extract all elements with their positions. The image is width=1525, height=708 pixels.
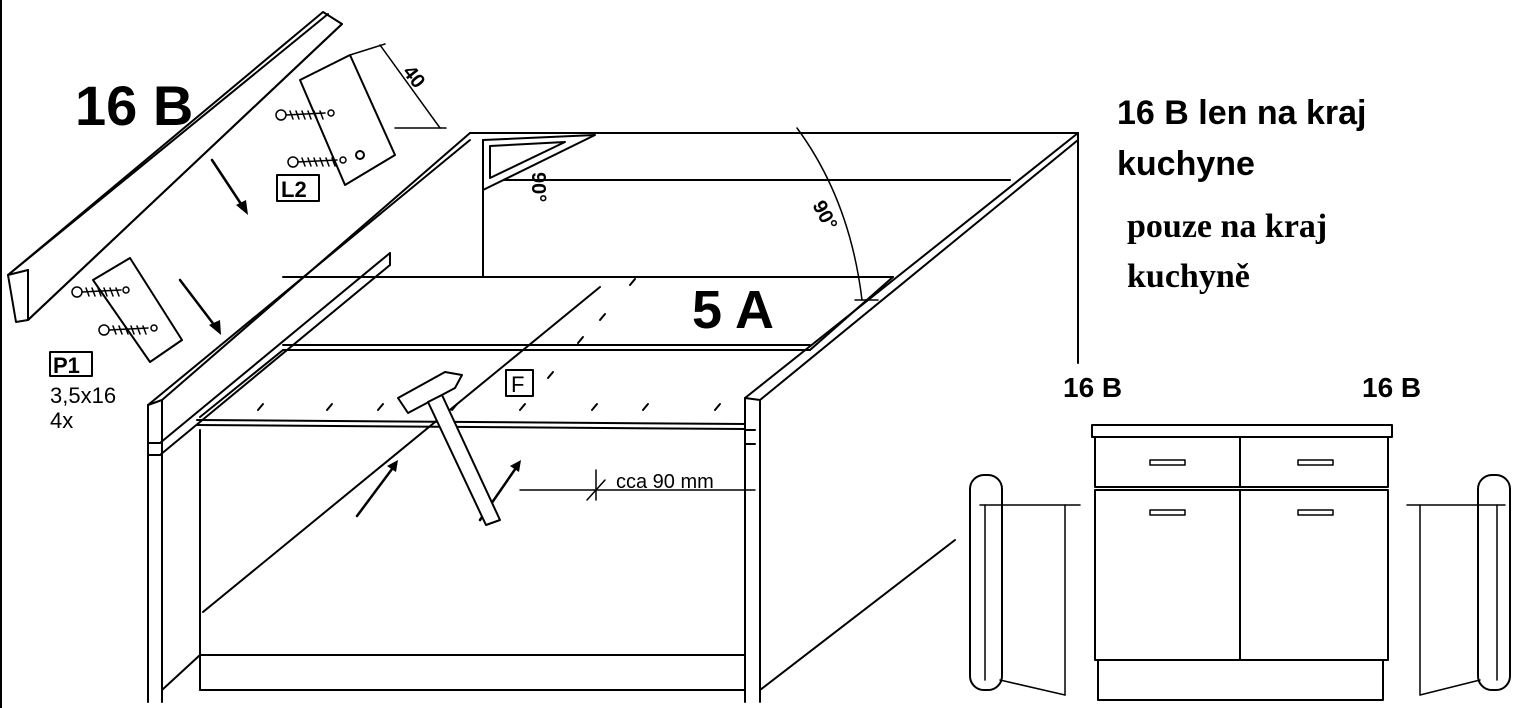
label-5a: 5 A <box>692 280 774 340</box>
nail-icon <box>257 278 721 411</box>
label-f: F <box>511 372 524 397</box>
label-right-16b: 16 B <box>1362 372 1421 403</box>
label-screw-qty: 4x <box>50 408 73 433</box>
label-l2: L2 <box>281 177 307 202</box>
cabinet-body <box>147 127 1079 703</box>
note-cz-line1: pouze na kraj <box>1127 208 1327 245</box>
label-left-16b: 16 B <box>1063 372 1122 403</box>
screw-icon <box>275 109 335 121</box>
p1-bracket <box>92 257 183 363</box>
label-16b: 16 B <box>75 74 193 137</box>
panel-16b-board <box>7 11 343 323</box>
screw-icon <box>71 286 130 298</box>
hammer-icon <box>397 371 501 526</box>
dimension-40 <box>349 43 447 129</box>
label-screw-size: 3,5x16 <box>50 383 116 408</box>
note-sk-line1: 16 B len na kraj <box>1117 94 1366 132</box>
note-cz-line2: kuchyně <box>1127 258 1250 295</box>
note-sk-line2: kuchyne <box>1117 145 1255 183</box>
label-angle-90-b: 90° <box>808 197 842 234</box>
distance-dimension <box>519 469 756 501</box>
screw-icon <box>98 324 158 336</box>
p1-box <box>49 351 93 377</box>
l2-box <box>276 174 320 202</box>
screw-icon <box>287 156 347 168</box>
label-p1: P1 <box>53 353 80 378</box>
label-distance: cca 90 mm <box>616 471 714 493</box>
l2-bracket <box>299 54 396 186</box>
f-box <box>505 369 534 397</box>
arrow-heads <box>209 200 521 472</box>
label-angle-90-a: 90° <box>527 172 549 202</box>
label-dim-40: 40 <box>398 62 429 93</box>
kitchen-front-view <box>969 424 1511 701</box>
